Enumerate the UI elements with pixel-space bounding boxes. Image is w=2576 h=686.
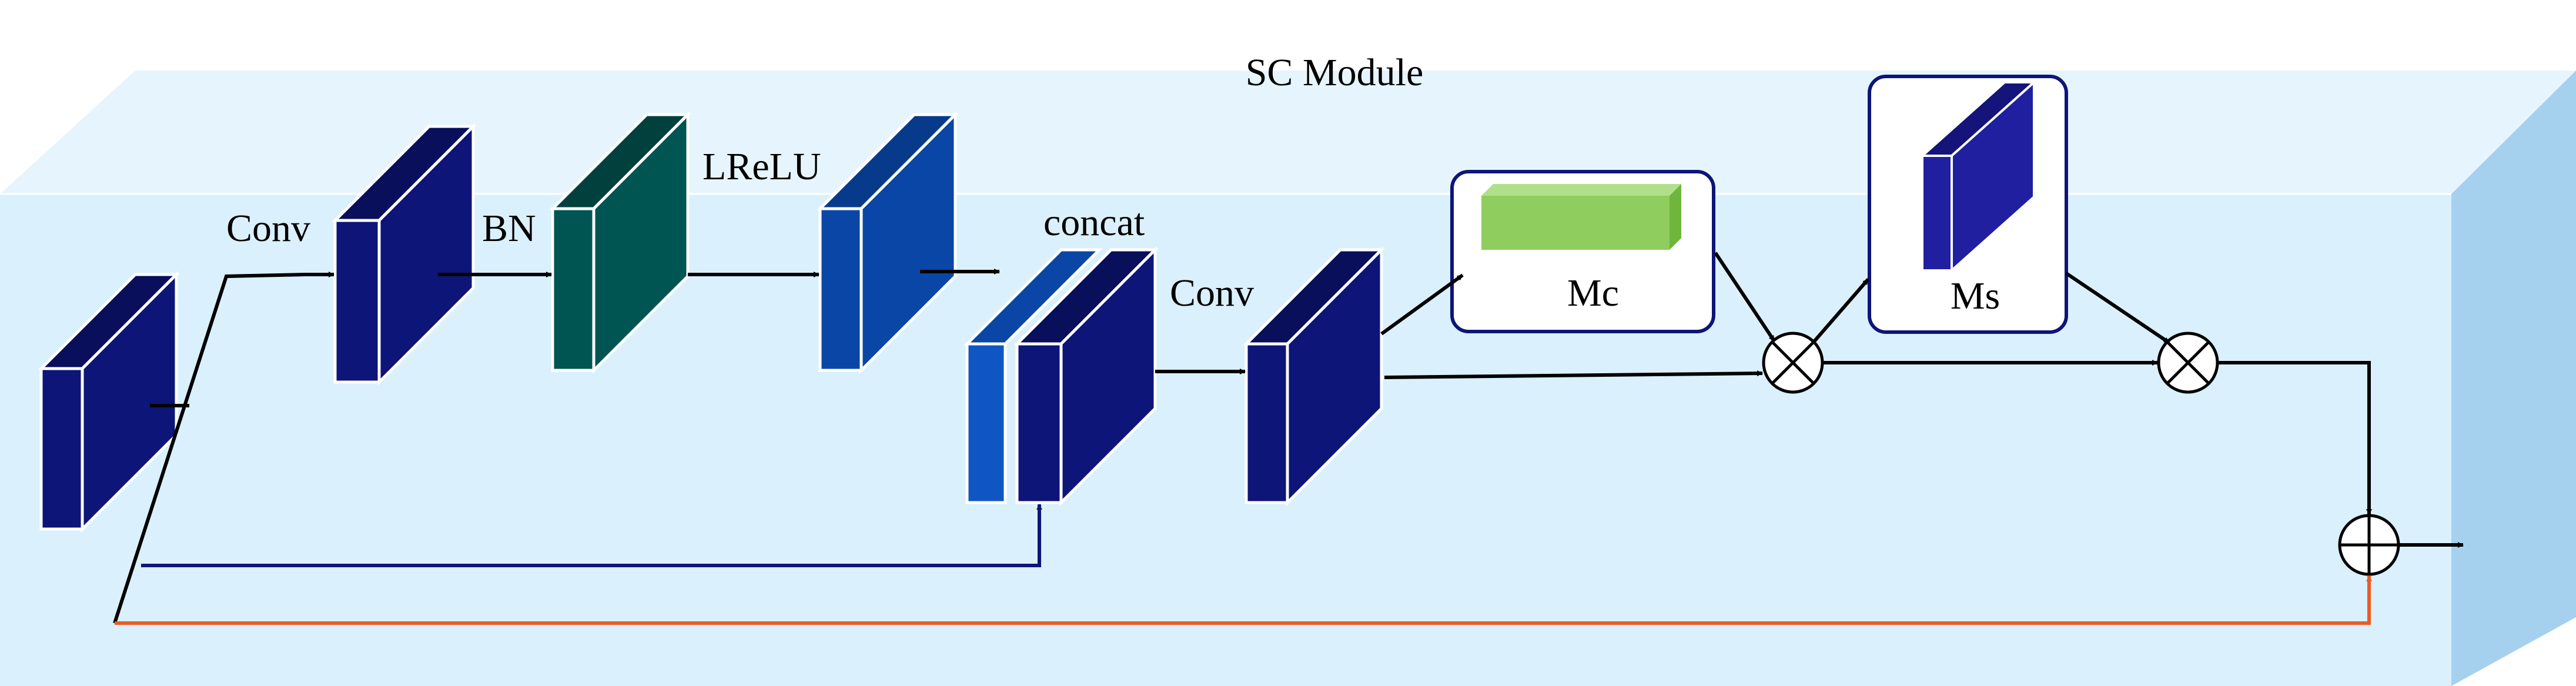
skip-blue-to-concat (141, 504, 1042, 567)
skip-orange-to-add (115, 575, 2372, 625)
mult1-to-ms-arrow (1812, 278, 1870, 343)
concat-label: concat (1043, 201, 1145, 244)
bn-block (548, 111, 692, 374)
lrelu-block (816, 111, 959, 374)
lrelu-label: LReLU (702, 145, 821, 188)
conv2-block (1242, 246, 1386, 507)
concat-back-block (963, 248, 1103, 504)
conv2-to-mult1-arrow (1384, 370, 1763, 379)
ms-to-mult2-arrow (2065, 272, 2170, 344)
ms-box: Ms (1868, 75, 2068, 334)
mc-bar-top (1481, 184, 1681, 196)
mc-bar (1481, 196, 1670, 250)
connections (113, 252, 2464, 625)
multiply-op-2 (2157, 332, 2219, 394)
concat-front-block (1013, 246, 1159, 507)
mult2-to-add-arrow (2217, 361, 2372, 515)
mc-label: Mc (1567, 272, 1619, 314)
multiply-op-1 (1762, 332, 1824, 394)
mc-to-mult1-arrow (1714, 252, 1776, 342)
conv1-label: Conv (226, 207, 310, 250)
ms-label: Ms (1951, 275, 2000, 317)
mc-box: Mc (1450, 170, 1715, 333)
input-to-conv1-arrow (113, 272, 334, 624)
input-block (37, 270, 180, 533)
conv2-label: Conv (1170, 272, 1254, 314)
module-title: SC Module (1246, 51, 1424, 94)
slab-side-face (2451, 71, 2576, 686)
bn-label: BN (482, 207, 536, 250)
conv2-to-mc-arrow (1380, 273, 1464, 336)
ms-block (1921, 155, 1953, 272)
add-op (2338, 514, 2400, 576)
mc-bar-side (1670, 184, 1681, 250)
conv1-block (331, 122, 477, 386)
